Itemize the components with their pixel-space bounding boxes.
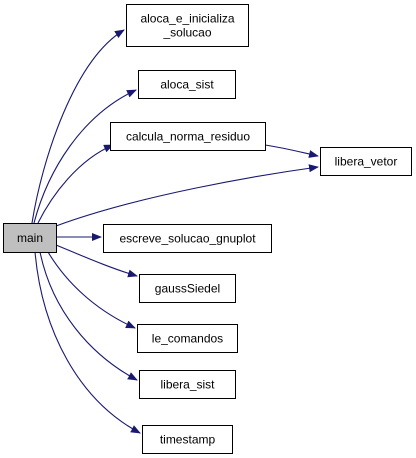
node-calcula_norma_residuo[interactable]: calcula_norma_residuo	[110, 122, 266, 151]
edge-main-to-libera_vetor	[55, 164, 319, 227]
node-label: _solucao	[162, 26, 211, 40]
node-libera_sist[interactable]: libera_sist	[139, 370, 236, 399]
node-box	[137, 324, 238, 353]
node-label: le_comandos	[152, 332, 223, 346]
node-box	[138, 70, 236, 99]
node-aloca_sist[interactable]: aloca_sist	[138, 70, 236, 99]
edge-line	[31, 29, 125, 224]
edge-line	[39, 251, 138, 381]
edge-line	[55, 244, 138, 278]
node-label: main	[17, 231, 43, 245]
node-label: gaussSiedel	[155, 282, 220, 296]
node-box	[139, 370, 236, 399]
node-box	[3, 223, 57, 253]
node-label: libera_sist	[160, 378, 215, 392]
edge-main-to-calcula_norma_residuo	[37, 144, 114, 224]
node-box	[139, 274, 236, 303]
node-timestamp[interactable]: timestamp	[142, 425, 233, 454]
node-box	[320, 147, 412, 176]
edge-line	[33, 89, 137, 224]
edge-line	[55, 164, 319, 227]
node-le_comandos[interactable]: le_comandos	[137, 324, 238, 353]
node-label: libera_vetor	[335, 155, 398, 169]
edge-line	[37, 144, 114, 224]
edge-main-to-aloca_sist	[33, 89, 137, 224]
edge-line	[34, 251, 141, 434]
edge-main-to-aloca_e_inicializa_solucao	[31, 29, 125, 224]
edges-layer	[31, 29, 319, 434]
edge-main-to-timestamp	[34, 251, 141, 434]
nodes-layer: main aloca_e_inicializa_solucao aloca_sist…	[3, 4, 412, 454]
node-main[interactable]: main	[3, 223, 57, 253]
node-label: aloca_e_inicializa	[140, 12, 234, 26]
node-label: timestamp	[160, 433, 216, 447]
edge-line	[264, 144, 319, 158]
edge-main-to-gaussSiedel	[55, 244, 138, 278]
node-gaussSiedel[interactable]: gaussSiedel	[139, 274, 236, 303]
node-box	[103, 224, 272, 253]
edge-main-to-le_comandos	[47, 251, 136, 329]
node-label: aloca_sist	[160, 78, 214, 92]
node-label: escreve_solucao_gnuplot	[119, 232, 256, 246]
node-box	[142, 425, 233, 454]
edge-main-to-libera_sist	[39, 251, 138, 381]
node-libera_vetor[interactable]: libera_vetor	[320, 147, 412, 176]
node-box	[126, 4, 249, 47]
edge-line	[47, 251, 136, 329]
node-escreve_solucao_gnuplot[interactable]: escreve_solucao_gnuplot	[103, 224, 272, 253]
node-box	[110, 122, 266, 151]
edge-calcula_norma_residuo-to-libera_vetor	[264, 144, 319, 158]
node-label: calcula_norma_residuo	[126, 130, 250, 144]
node-aloca_e_inicializa_solucao[interactable]: aloca_e_inicializa_solucao	[126, 4, 249, 47]
